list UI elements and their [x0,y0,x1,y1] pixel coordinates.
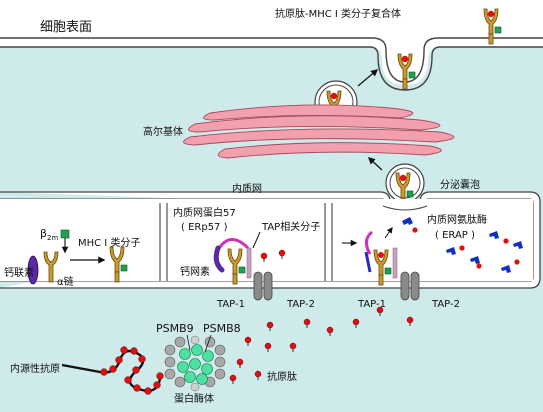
tap2-label-b: TAP-2 [431,299,460,310]
tap1-label-a: TAP-1 [216,299,245,310]
secretory-vesicle-label: 分泌囊泡 [440,178,480,191]
erap-enzymes [402,217,523,273]
erp57-name-label: 内质网蛋白57 [173,206,236,219]
tap1-label-b: TAP-1 [357,299,386,310]
beta2m-label: β2m [40,227,58,242]
fusing-vesicle-mhc [397,53,416,90]
arrow-to-golgi [367,157,383,171]
cell-surface-label: 细胞表面 [40,20,92,35]
mhc1-label: MHC I 类分子 [78,236,140,249]
plasma-membrane-inner [0,46,543,91]
secretory-vesicle-mhc [395,172,414,209]
golgi-label: 高尔基体 [143,125,183,138]
alpha-chain [43,251,59,283]
calreticulin-label: 钙网素 [180,265,210,278]
erp57-label: ( ERp57 ) [181,222,228,233]
endogenous-antigen-beads [100,346,164,395]
psmb8-label: PSMB8 [203,322,241,335]
endoplasmic-reticulum [0,191,541,289]
alpha-chain-label: α链 [57,275,74,288]
golgi-apparatus [183,104,455,159]
psmb9-pointer [186,334,191,351]
erap-peptides [412,227,520,269]
antigen-peptide-label: 抗原肽 [267,370,297,383]
erap-name-label: 内质网氨肽酶 [427,213,487,226]
beta2m-shape [60,229,70,239]
calreticulin-shape-b [364,251,372,273]
tap2-label-a: TAP-2 [286,299,315,310]
tap-transporter-b [400,271,420,301]
tapasin-shape [246,247,252,279]
surface-complex-label: 抗原肽-MHC I 类分子复合体 [275,7,401,20]
erap-mhc [373,249,392,286]
endogenous-antigen-label: 内源性抗原 [10,362,60,375]
tap-transporter-a [253,271,273,301]
calnexin-label: 钙联素 [4,266,34,279]
vesicle-mhc [326,90,345,127]
tapasin-shape-b [392,247,398,279]
erap-label: ( ERAP ) [435,230,475,241]
erp57-shape-b [365,230,374,255]
tap-molecule-label: TAP相关分子 [261,220,320,233]
arrow-to-membrane [357,69,379,87]
psmb9-label: PSMB9 [156,322,194,335]
psmb8-pointer [204,334,212,353]
er-label: 内质网 [232,182,262,195]
arrow-peptide-load [384,227,393,239]
surface-mhc-complex [483,8,502,45]
calnexin-shape [27,255,39,285]
tap-molecule-pointer [252,231,261,249]
proteasome-label: 蛋白酶体 [174,392,214,405]
calreticulin-shape [213,245,225,273]
